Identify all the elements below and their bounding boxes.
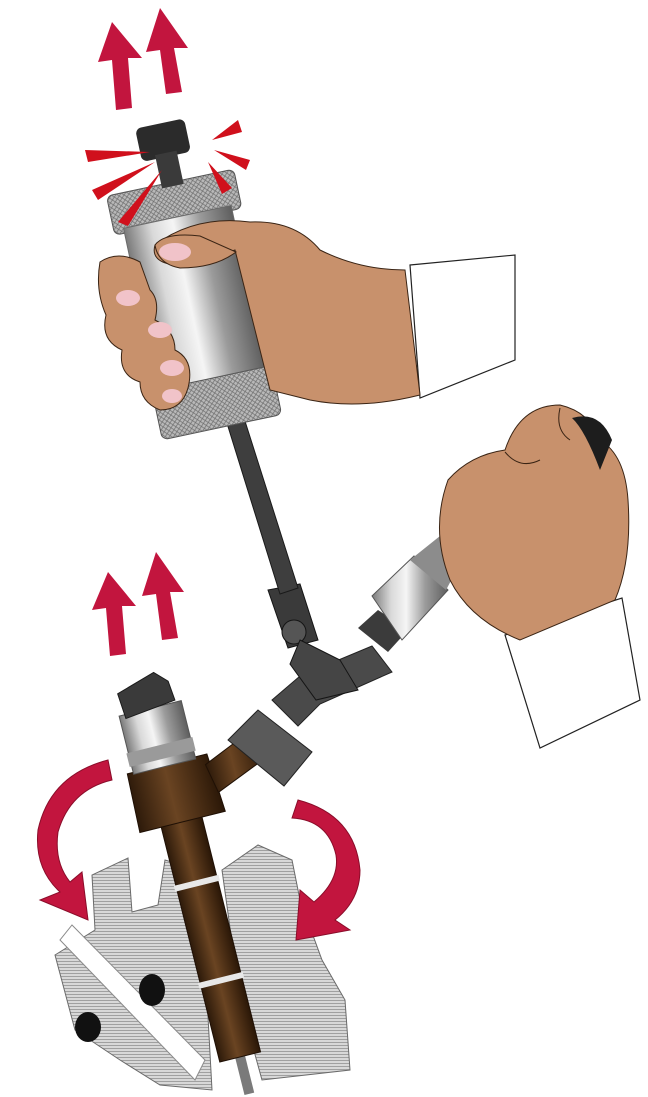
pull-up-arrows-middle — [92, 552, 184, 656]
puller-adapter-rod — [228, 536, 462, 786]
oil-gallery-hole — [139, 974, 165, 1006]
upper-sleeve — [410, 255, 515, 398]
weight-stop-neck — [155, 151, 184, 189]
pull-up-arrows-top — [98, 8, 188, 110]
pull-up-arrow-icon — [92, 572, 136, 656]
pull-up-arrow-icon — [98, 22, 142, 110]
slide-hammer-shaft — [226, 418, 298, 594]
fingernail — [116, 290, 140, 306]
oil-gallery-hole — [75, 1012, 101, 1042]
fingernail — [162, 389, 182, 403]
pull-up-arrow-icon — [146, 8, 188, 94]
fingernail — [160, 360, 184, 376]
injector-nozzle-tip — [235, 1054, 254, 1095]
knuckle-joint — [268, 584, 358, 700]
pull-up-arrow-icon — [142, 552, 184, 640]
lower-hand — [439, 405, 640, 748]
rotate-arrow-icon — [292, 800, 360, 940]
fingernail — [148, 322, 172, 338]
thumbnail — [159, 243, 191, 261]
